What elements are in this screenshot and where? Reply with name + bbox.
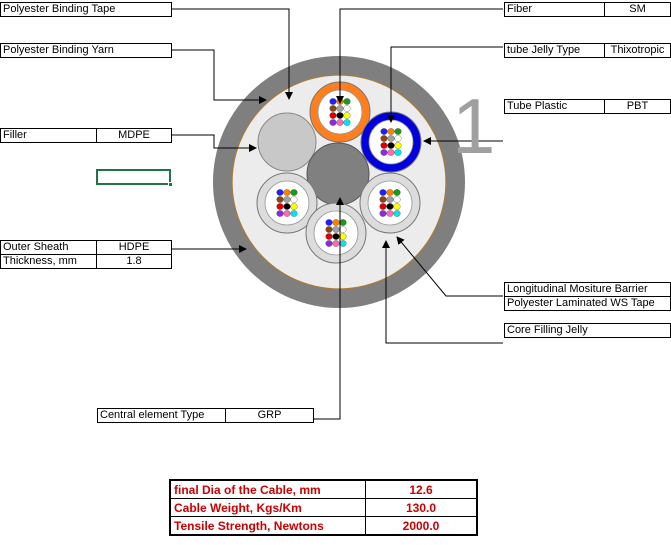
fiber-dot (380, 149, 388, 156)
fiber-dot (343, 119, 351, 126)
tube-plastic-label: Tube Plastic (504, 99, 605, 114)
fiber-dot (380, 142, 388, 149)
watermark-number: 1 (452, 82, 496, 170)
fiber-dot (343, 98, 351, 105)
fiber-dot (339, 226, 347, 233)
tube-interior (264, 180, 310, 226)
fiber-dot (386, 189, 394, 196)
fiber-dot (276, 189, 284, 196)
central-element-label: Central element Type (97, 408, 226, 423)
fiber-dot (379, 189, 387, 196)
core-filling-jelly-label: Core Filling Jelly (504, 323, 671, 338)
polyester-binding-tape-label: Polyester Binding Tape (0, 2, 172, 17)
central-element-value: GRP (225, 408, 314, 423)
tube-plastic-value: PBT (604, 99, 671, 114)
fiber-dot (387, 128, 395, 135)
fiber-dot (276, 196, 284, 203)
result-label: Tensile Strength, Newtons (169, 516, 366, 536)
fiber-dot (394, 149, 402, 156)
result-label: final Dia of the Cable, mm (169, 479, 366, 499)
fiber-dot (290, 189, 298, 196)
fiber-dot (283, 189, 291, 196)
fiber-dot (290, 196, 298, 203)
fiber-label: Fiber (504, 2, 605, 17)
fiber-dot (332, 240, 340, 247)
tube-jelly-label: tube Jelly Type (504, 43, 605, 58)
fiber-dot (393, 189, 401, 196)
thickness-label: Thickness, mm (0, 255, 97, 269)
fiber-dot (386, 203, 394, 210)
fiber-dot (387, 149, 395, 156)
ws-tape-label: Polyester Laminated WS Tape (504, 297, 671, 311)
filler-rod (257, 112, 317, 172)
outer-sheath-label: Outer Sheath (0, 240, 97, 255)
table-row: Tensile Strength, Newtons 2000.0 (169, 516, 478, 536)
result-value: 12.6 (365, 479, 478, 499)
filler-label: Filler (0, 128, 97, 143)
filler-value: MDPE (96, 128, 172, 143)
leader-lines (171, 8, 503, 420)
fiber-dot (283, 196, 291, 203)
outer-sheath-value: HDPE (96, 240, 172, 255)
fiber-dot (325, 219, 333, 226)
fiber-dot (325, 233, 333, 240)
fiber-dot (336, 119, 344, 126)
fiber-dot (387, 142, 395, 149)
fiber-dot (394, 135, 402, 142)
thickness-value: 1.8 (96, 255, 172, 269)
fiber-dot (276, 210, 284, 217)
moisture-barrier-label: Longitudinal Mositure Barrier (504, 282, 671, 297)
table-row: final Dia of the Cable, mm 12.6 (169, 479, 478, 499)
fiber-dot (329, 105, 337, 112)
loose-tubes (256, 81, 422, 264)
fiber-dot (386, 196, 394, 203)
fiber-dot (329, 119, 337, 126)
fiber-dot (283, 210, 291, 217)
fiber-dot (276, 203, 284, 210)
fiber-dot (336, 105, 344, 112)
result-value: 2000.0 (365, 516, 478, 536)
fiber-dot (393, 203, 401, 210)
fiber-dot (339, 240, 347, 247)
fiber-dot (325, 240, 333, 247)
result-value: 130.0 (365, 498, 478, 517)
fill-handle[interactable] (168, 182, 173, 187)
fiber-dot (325, 226, 333, 233)
fiber-dot (332, 226, 340, 233)
tube-interior (368, 119, 414, 165)
result-label: Cable Weight, Kgs/Km (169, 498, 366, 517)
fiber-dot (386, 210, 394, 217)
fiber-dot (394, 142, 402, 149)
fiber-dot (339, 219, 347, 226)
fiber-dot (394, 128, 402, 135)
fiber-dot (380, 128, 388, 135)
fiber-dot (379, 203, 387, 210)
fiber-dot (336, 112, 344, 119)
fiber-dot (329, 112, 337, 119)
tube-interior (367, 180, 413, 226)
fiber-dot (393, 196, 401, 203)
table-row: Cable Weight, Kgs/Km 130.0 (169, 498, 478, 517)
polyester-binding-yarn-label: Polyester Binding Yarn (0, 43, 172, 58)
fiber-dot (283, 203, 291, 210)
fiber-dot (329, 98, 337, 105)
fiber-dot (290, 210, 298, 217)
tube-interior (313, 210, 359, 256)
fiber-dot (290, 203, 298, 210)
fiber-dot (379, 210, 387, 217)
fiber-dot (339, 233, 347, 240)
fiber-dot (380, 135, 388, 142)
fiber-dot (343, 112, 351, 119)
fiber-dot (387, 135, 395, 142)
results-table: final Dia of the Cable, mm 12.6 Cable We… (169, 479, 478, 536)
fiber-dot (332, 233, 340, 240)
selected-cell[interactable] (96, 169, 171, 185)
fiber-dot (332, 219, 340, 226)
fiber-dot (343, 105, 351, 112)
fiber-dot (379, 196, 387, 203)
fiber-dot (393, 210, 401, 217)
fiber-value: SM (604, 2, 671, 17)
tube-jelly-value: Thixotropic (604, 43, 671, 58)
